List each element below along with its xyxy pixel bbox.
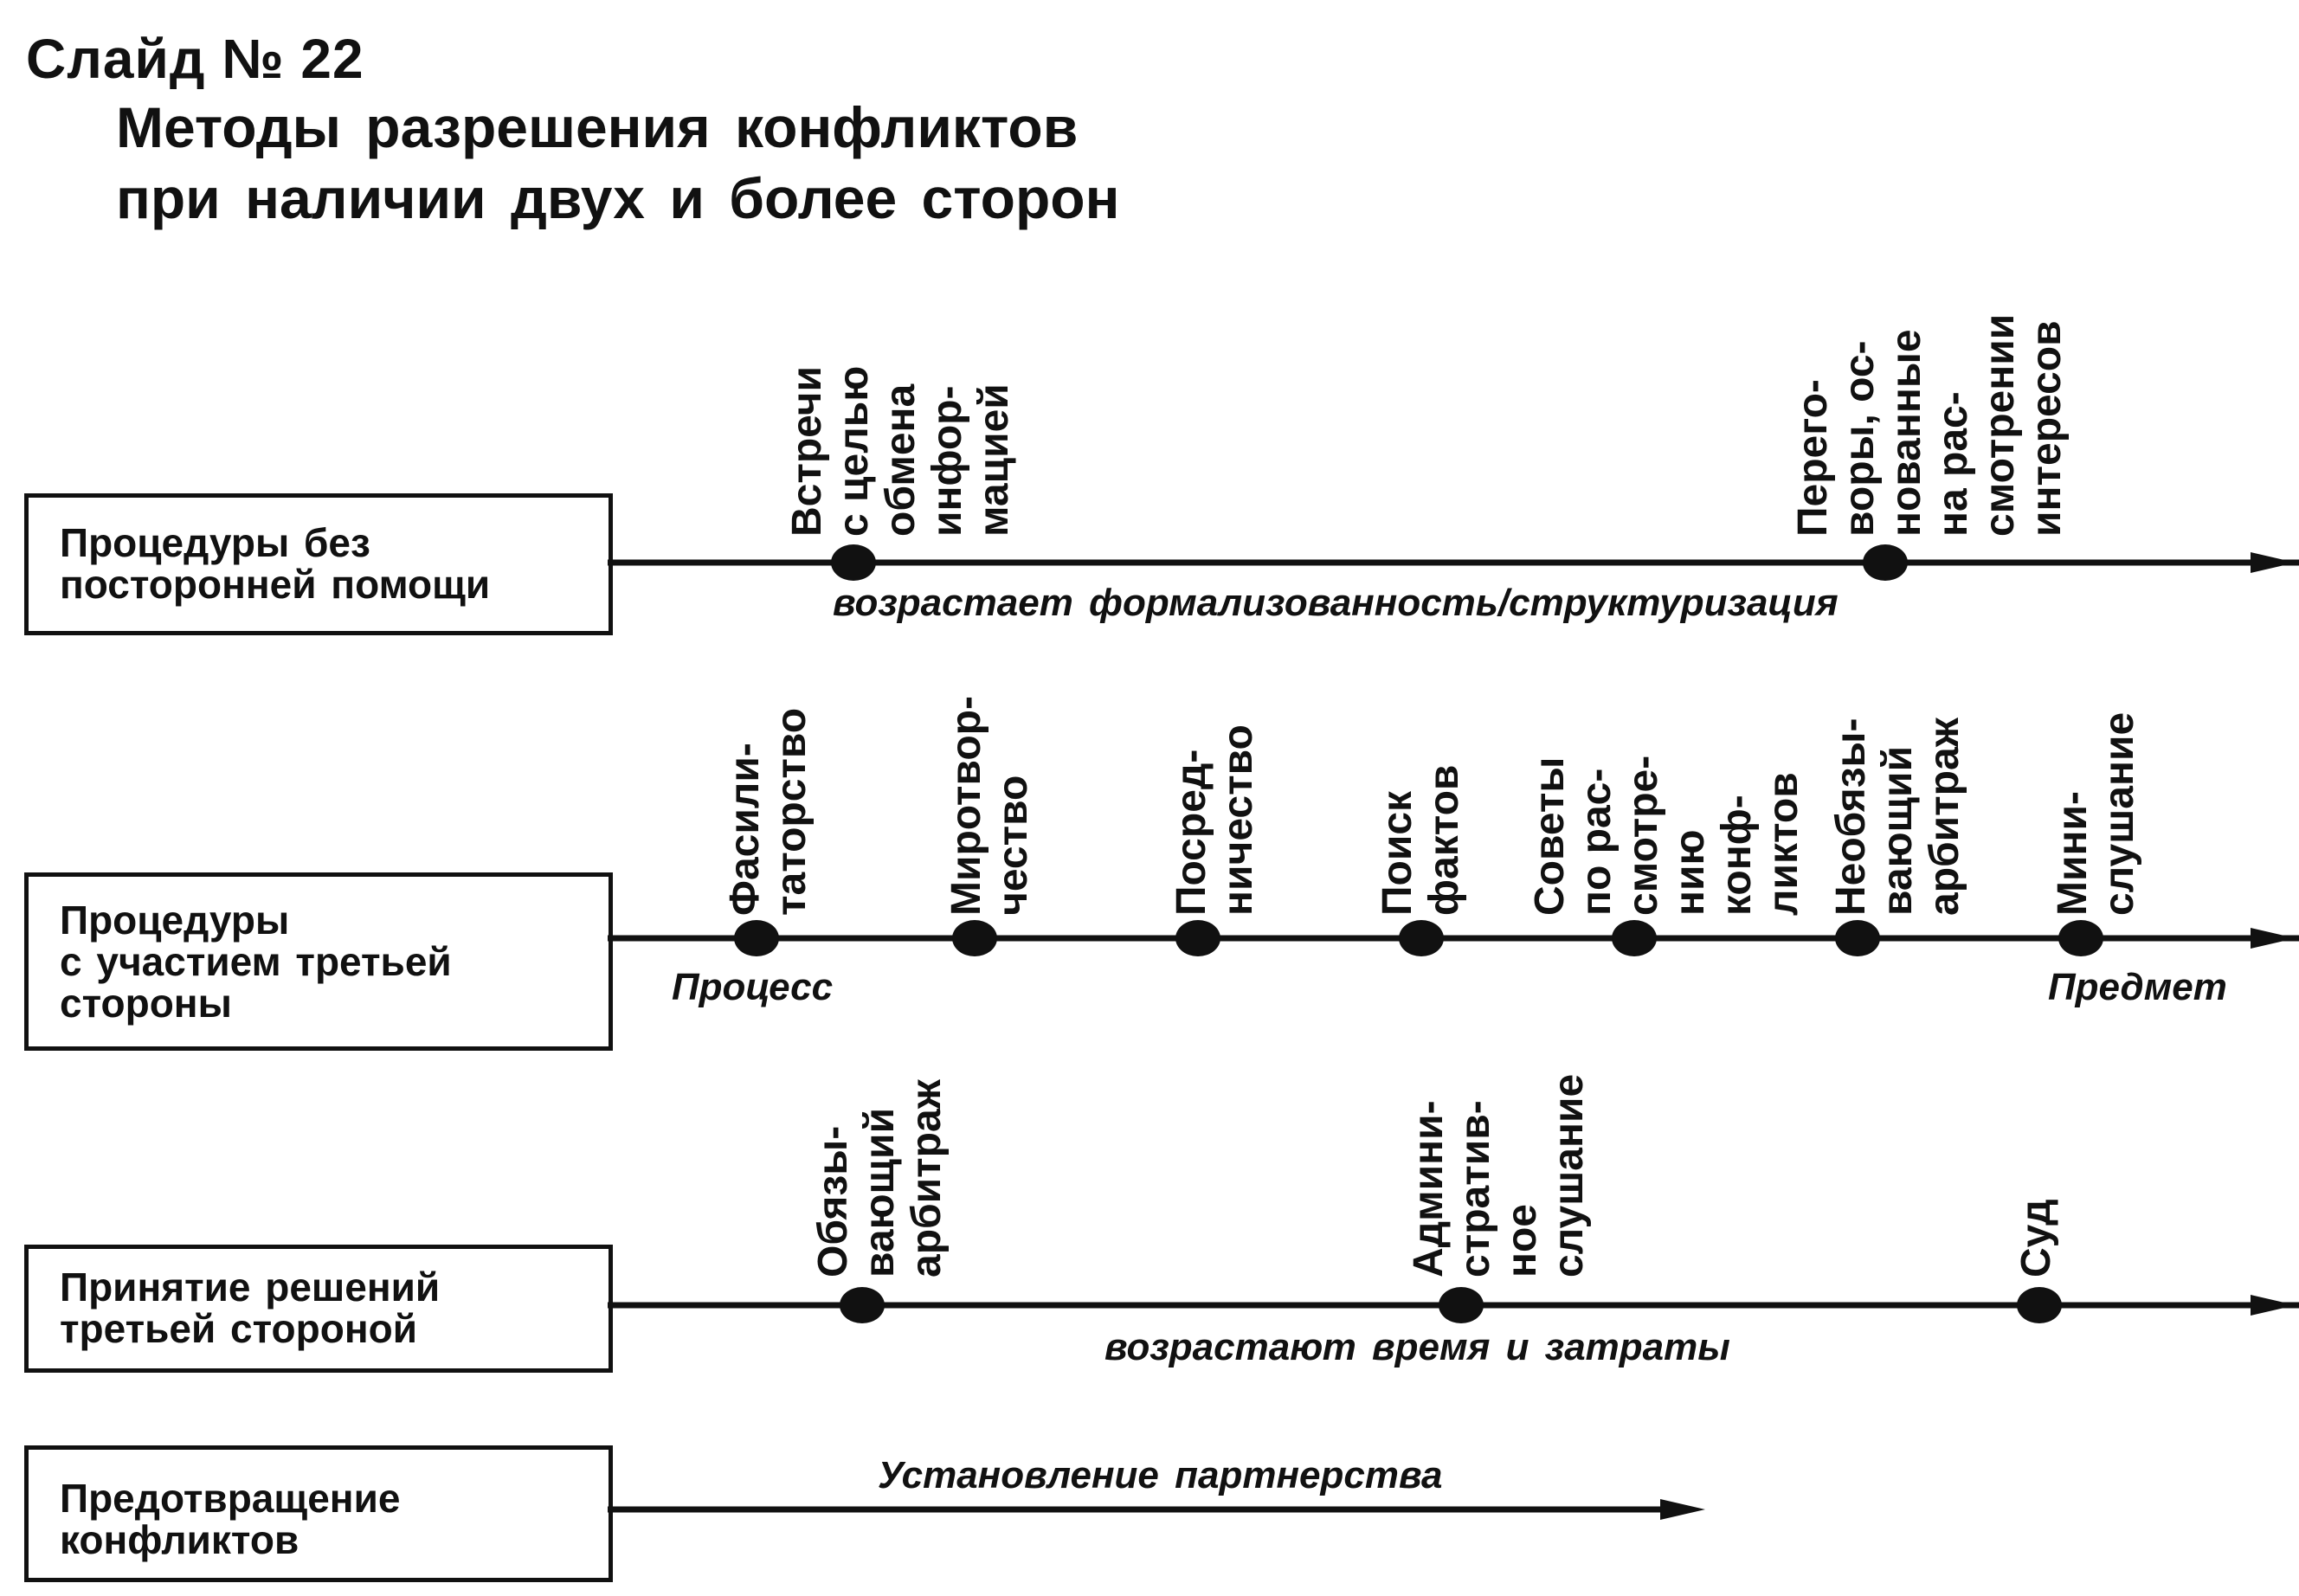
method-dot [1612, 920, 1657, 956]
slide-title-line-1: Методы разрешения конфликтов [116, 95, 1079, 159]
method-dot [1863, 544, 1908, 581]
row-label-line: Процедуры [60, 898, 290, 943]
prevention-note-partnering: Установление партнерства [878, 1454, 1443, 1496]
arrowhead-row-4 [1660, 1499, 1705, 1520]
arrowhead-row-3 [2251, 1295, 2296, 1316]
method-dot [1399, 920, 1444, 956]
row-label-line: третьей стороной [60, 1306, 418, 1351]
method-dot [831, 544, 876, 581]
method-dot [2058, 920, 2103, 956]
row-label-line: конфликтов [60, 1517, 299, 1562]
axis-end-label-subject: Предмет [2048, 966, 2227, 1008]
arrowhead-row-2 [2251, 928, 2296, 949]
method-dot [734, 920, 779, 956]
row-label-line: Принятие решений [60, 1265, 441, 1310]
row-label-line: Предотвращение [60, 1476, 401, 1521]
trend-note-time-costs: возрастают время и затраты [1104, 1326, 1730, 1368]
slide-header: Слайд № 22 Методы разрешения конфликтов … [26, 26, 1119, 234]
method-dot [1439, 1287, 1484, 1323]
row-box-self-help: Процедуры без посторонней помощи [24, 493, 613, 635]
method-dot [952, 920, 997, 956]
row-box-prevention: Предотвращение конфликтов [24, 1445, 613, 1582]
row-label-line: посторонней помощи [60, 562, 491, 607]
slide-number: Слайд № 22 [26, 28, 364, 90]
method-dot [1175, 920, 1220, 956]
slide-title-line-2: при наличии двух и более сторон [116, 166, 1120, 230]
row-box-third-party-decision: Принятие решений третьей стороной [24, 1245, 613, 1373]
method-dot [840, 1287, 885, 1323]
slide-title: Методы разрешения конфликтов при наличии… [116, 92, 1119, 234]
row-label-line: стороны [60, 981, 232, 1026]
axis-end-label-process: Процесс [672, 966, 834, 1008]
method-dot [1835, 920, 1880, 956]
row-label-line: с участием третьей [60, 939, 452, 984]
trend-note-formalization: возрастает формализованность/структуриза… [833, 582, 1839, 624]
row-box-third-party-assisted: Процедуры с участием третьей стороны [24, 872, 613, 1051]
method-dot [2017, 1287, 2062, 1323]
row-label-line: Процедуры без [60, 520, 370, 565]
arrowhead-row-1 [2251, 552, 2296, 573]
